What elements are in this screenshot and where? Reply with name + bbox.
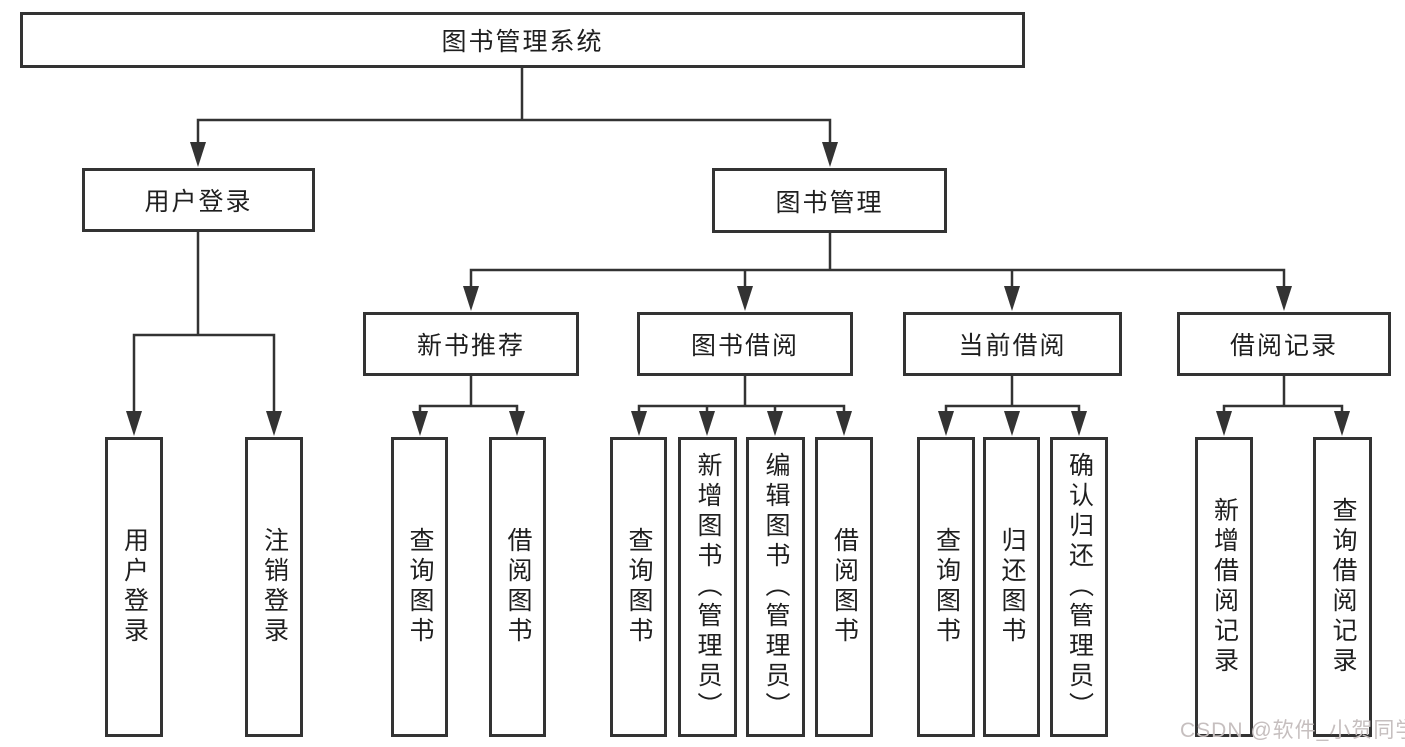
leaf-recommend-query-books: 查询图书 <box>391 437 448 737</box>
node-label: 用户登录 <box>144 188 253 216</box>
node-current-borrowing: 当前借阅 <box>903 312 1122 376</box>
node-label: 新增图书（管理员） <box>694 452 722 722</box>
node-label: 编辑图书（管理员） <box>762 452 790 722</box>
node-label: 图书管理系统 <box>441 28 604 56</box>
node-label: 借阅记录 <box>1229 332 1338 360</box>
connector-user-login-to-leaves <box>132 231 276 415</box>
leaf-current-confirm-return-admin: 确认归还（管理员） <box>1050 437 1108 737</box>
connector-book-borrow-to-leaves <box>637 374 846 415</box>
node-label: 新书推荐 <box>416 332 525 360</box>
node-label: 图书管理 <box>775 188 884 217</box>
connector-root-to-level2 <box>196 66 832 146</box>
node-label: 归还图书 <box>998 527 1026 647</box>
node-user-login: 用户登录 <box>82 168 315 232</box>
leaf-borrowing-edit-books-admin: 编辑图书（管理员） <box>746 437 805 737</box>
leaf-records-add-borrow-record: 新增借阅记录 <box>1195 437 1253 737</box>
node-borrowing-records: 借阅记录 <box>1177 312 1391 376</box>
leaf-borrowing-add-books-admin: 新增图书（管理员） <box>678 437 737 737</box>
node-new-book-recommendation: 新书推荐 <box>363 312 579 376</box>
connector-book-management-to-level3 <box>469 231 1286 290</box>
connector-current-borrow-to-leaves <box>944 374 1081 415</box>
leaf-logout-login: 注销登录 <box>245 437 303 737</box>
connector-new-book-to-leaves <box>418 374 519 415</box>
node-root-library-management-system: 图书管理系统 <box>20 12 1025 68</box>
node-book-management: 图书管理 <box>712 168 947 233</box>
leaf-user-login: 用户登录 <box>105 437 163 737</box>
node-book-borrowing: 图书借阅 <box>637 312 853 376</box>
node-label: 借阅图书 <box>504 527 532 647</box>
node-label: 查询图书 <box>625 527 653 647</box>
node-label: 确认归还（管理员） <box>1065 452 1094 722</box>
leaf-current-query-books: 查询图书 <box>917 437 975 737</box>
leaf-borrowing-borrow-books: 借阅图书 <box>815 437 873 737</box>
leaf-records-query-borrow-record: 查询借阅记录 <box>1313 437 1372 737</box>
node-label: 注销登录 <box>260 527 289 647</box>
node-label: 借阅图书 <box>830 527 859 647</box>
node-label: 图书借阅 <box>690 332 799 360</box>
leaf-current-return-books: 归还图书 <box>983 437 1040 737</box>
node-label: 查询图书 <box>406 527 434 647</box>
leaf-borrowing-query-books: 查询图书 <box>610 437 667 737</box>
arrowheads <box>126 142 1350 436</box>
csdn-watermark: CSDN @软件_小贺同学 <box>1180 719 1405 742</box>
node-label: 查询借阅记录 <box>1329 497 1357 677</box>
node-label: 查询图书 <box>932 527 961 647</box>
connector-borrow-records-to-leaves <box>1222 374 1344 415</box>
node-label: 当前借阅 <box>958 332 1067 360</box>
node-label: 用户登录 <box>120 527 149 647</box>
leaf-recommend-borrow-books: 借阅图书 <box>489 437 546 737</box>
node-label: 新增借阅记录 <box>1210 497 1239 677</box>
